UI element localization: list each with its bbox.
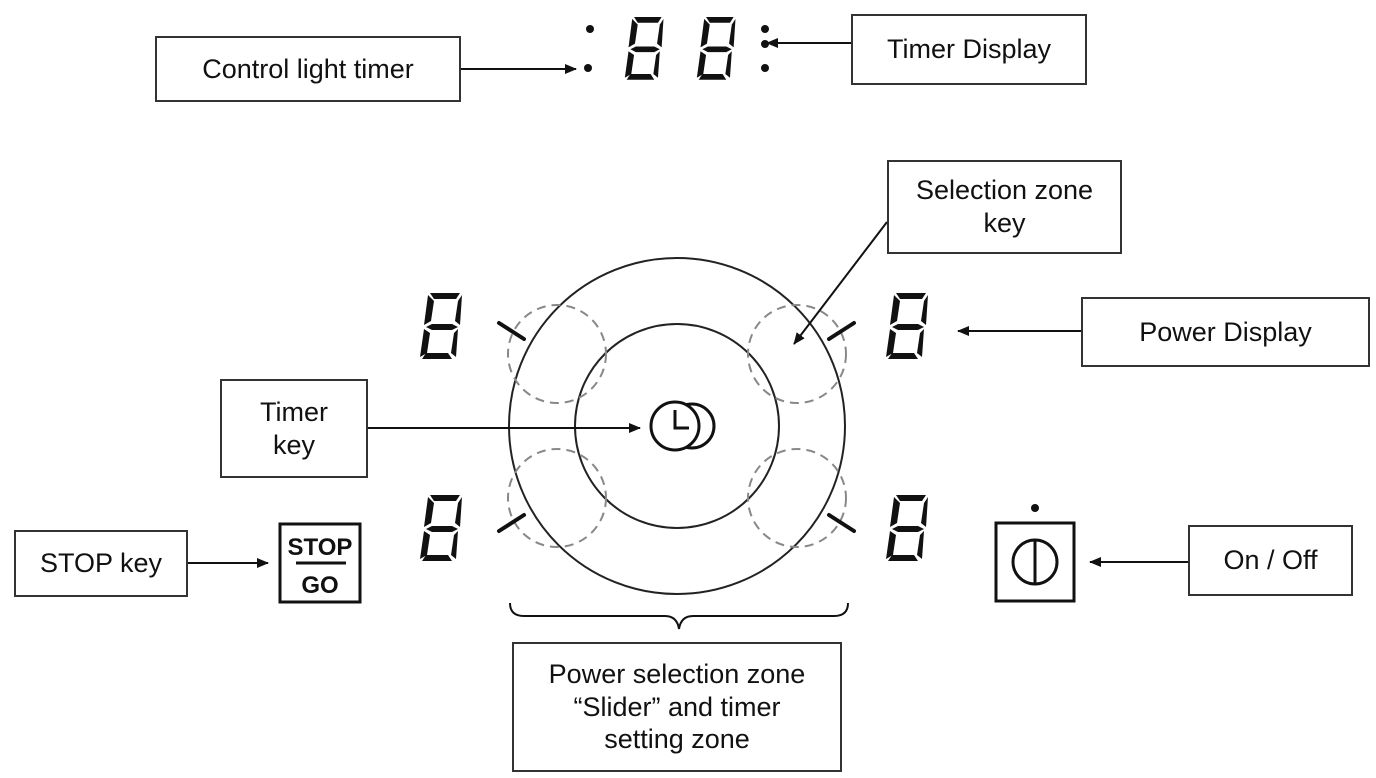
control-light-dot	[761, 64, 769, 72]
control-light-dot	[761, 25, 769, 33]
power-digit-front-right	[886, 293, 928, 359]
selection-zone-key[interactable]	[507, 448, 607, 548]
slider-zone-text-line3: setting zone	[604, 724, 750, 755]
slider-zone-brace	[509, 602, 849, 630]
selection-zone-key-label: Selection zone key	[887, 160, 1122, 254]
power-display-label: Power Display	[1081, 297, 1370, 367]
slider-zone-text-line1: Power selection zone	[548, 658, 806, 689]
clock-icon[interactable]	[649, 400, 716, 452]
selection-zone-keys	[507, 304, 847, 548]
timer-digit-2	[696, 17, 736, 80]
power-digit-rear-right	[886, 495, 928, 561]
timer-display-text: Timer Display	[886, 34, 1052, 65]
selection-zone-key[interactable]	[747, 448, 847, 548]
control-light-timer-label: Control light timer	[155, 36, 461, 102]
stop-go-key[interactable]: STOP GO	[278, 522, 362, 604]
zone-tick-marks	[497, 321, 856, 533]
timer-key-text-line1: Timer	[260, 396, 328, 427]
timer-key-label: Timer key	[220, 379, 368, 478]
power-digit-rear-left	[420, 495, 462, 561]
go-label: GO	[301, 572, 338, 599]
timer-display-label: Timer Display	[851, 14, 1087, 85]
stop-label: STOP	[288, 534, 353, 561]
selection-zone-key[interactable]	[747, 304, 847, 404]
stop-key-text: STOP key	[39, 548, 163, 579]
on-off-text: On / Off	[1223, 545, 1318, 576]
selection-zone-key-text-line1: Selection zone	[915, 175, 1094, 206]
on-off-label: On / Off	[1188, 525, 1353, 596]
control-light-timer-text: Control light timer	[202, 53, 414, 84]
slider-ring[interactable]	[508, 257, 846, 595]
power-digit-front-left	[420, 293, 462, 359]
arrow-selection-zone	[793, 221, 888, 345]
timer-display	[584, 17, 769, 80]
power-icon[interactable]	[994, 504, 1076, 603]
power-display-text: Power Display	[1139, 316, 1312, 347]
timer-digit-1	[624, 17, 664, 80]
selection-zone-key-text-line2: key	[983, 208, 1026, 238]
slider-zone-label: Power selection zone “Slider” and timer …	[512, 642, 842, 772]
stop-key-label: STOP key	[14, 530, 188, 597]
selection-zone-key[interactable]	[507, 304, 607, 404]
control-light-dot	[584, 64, 592, 72]
slider-zone-text-line2: “Slider” and timer	[573, 691, 781, 722]
timer-key-text-line2: key	[272, 429, 316, 460]
control-light-dot	[586, 25, 594, 33]
